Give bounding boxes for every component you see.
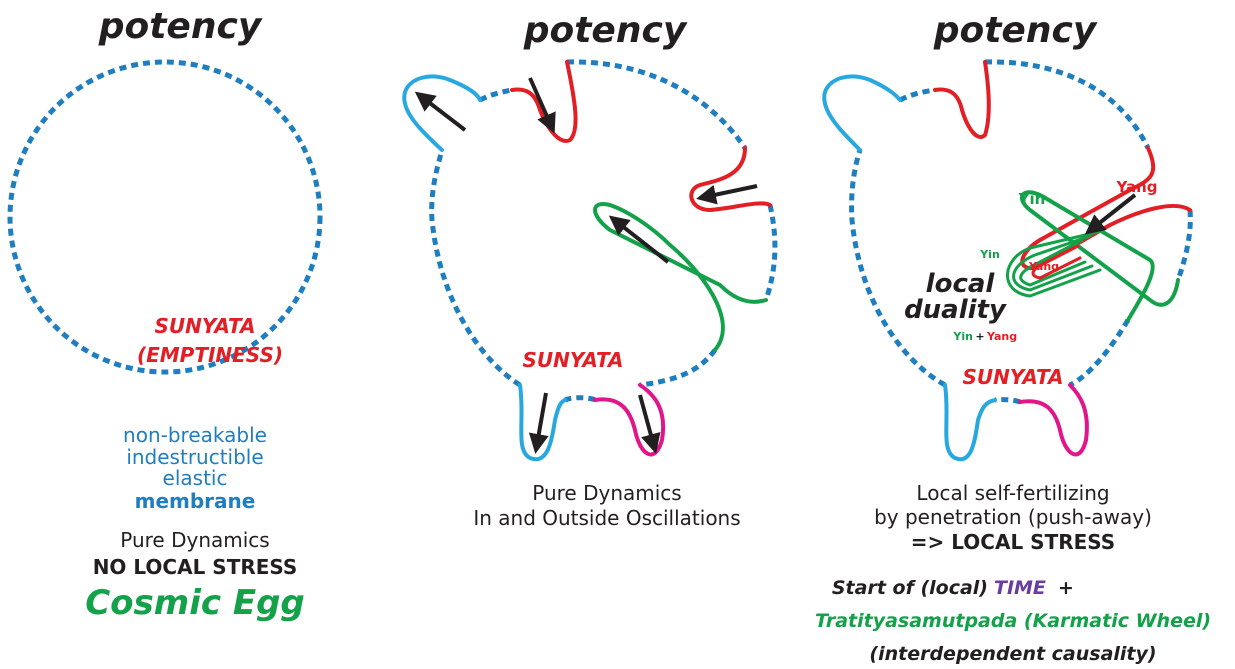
membrane-segment	[994, 397, 1021, 405]
panel1-sunyata-label: SUNYATA	[154, 314, 255, 338]
arrow-in-top	[528, 77, 556, 134]
desc-membrane: membrane	[135, 489, 256, 513]
cyan-bottom-pocket	[943, 383, 997, 462]
membrane-segment	[639, 348, 717, 388]
green-nested-loop-2	[1012, 234, 1094, 292]
magenta-bottom-pocket	[593, 383, 666, 457]
panel-local-duality: potency Yin Yang Yin Yang local duali	[815, 10, 1211, 665]
cosmic-egg-label: Cosmic Egg	[85, 583, 305, 623]
desc-line-2: indestructible	[126, 445, 263, 469]
arrow-down-cyan	[528, 392, 549, 454]
yin-large-label: Yin	[1018, 190, 1046, 208]
panel1-dynamics: Pure Dynamics	[120, 528, 269, 552]
panel3-title: potency	[933, 10, 1098, 51]
arrow-green-finger	[608, 215, 670, 264]
time-start-label: Start of (local)	[832, 577, 988, 599]
membrane-segment	[984, 59, 1151, 150]
panel3-caption-1: Local self-fertilizing	[916, 481, 1109, 505]
panel3-sunyata-label: SUNYATA	[962, 365, 1063, 389]
membrane-segment	[478, 87, 513, 103]
panel-oscillations: potency SUNYATA Pure Dynamics In and Out…	[402, 10, 778, 530]
local-label: local	[926, 269, 996, 299]
time-word: TIME	[994, 577, 1046, 599]
formula-plus: +	[975, 330, 984, 343]
yin-small-label: Yin	[979, 248, 1000, 261]
panel1-stress: NO LOCAL STRESS	[93, 555, 298, 579]
membrane-segment	[1175, 209, 1193, 281]
panel1-emptiness-label: (EMPTINESS)	[137, 343, 283, 367]
green-inward-finger	[593, 202, 768, 352]
yang-large-label: Yang	[1115, 178, 1157, 196]
red-right-pocket	[689, 146, 772, 212]
causality-label: (interdependent causality)	[869, 643, 1156, 665]
yang-small-label: Yang	[1028, 260, 1059, 273]
panel1-title: potency	[98, 6, 263, 47]
red-inward-pocket	[510, 60, 578, 143]
arrow-out-upper-left	[414, 91, 467, 132]
panel2-caption-2: In and Outside Oscillations	[473, 506, 740, 530]
green-nested-loop-1	[1019, 238, 1087, 287]
green-yin-finger	[1019, 190, 1180, 322]
red-inner-loop	[1031, 244, 1082, 280]
membrane-segment	[566, 59, 748, 150]
arrow-penetration	[1084, 193, 1137, 235]
panel2-title: potency	[523, 10, 688, 51]
desc-line-3: elastic	[163, 466, 228, 490]
formula-yin: Yin	[952, 330, 973, 343]
arrow-down-magenta	[638, 394, 661, 454]
magenta-bottom-pocket	[1018, 383, 1089, 457]
cyan-outward-pocket	[822, 74, 902, 152]
panel2-sunyata-label: SUNYATA	[522, 348, 623, 372]
membrane-segment	[763, 204, 778, 301]
membrane-segment	[849, 149, 947, 388]
karmatic-wheel-label: Tratityasamutpada (Karmatic Wheel)	[815, 610, 1211, 632]
membrane-segment	[1068, 318, 1131, 388]
panel2-caption-1: Pure Dynamics	[532, 481, 681, 505]
panel3-local-stress: => LOCAL STRESS	[911, 530, 1115, 554]
membrane-circle	[7, 59, 323, 375]
arrow-in-right	[696, 184, 758, 205]
panel3-caption-2: by penetration (push-away)	[874, 505, 1152, 529]
formula-yang: Yang	[986, 330, 1017, 343]
duality-label: duality	[904, 295, 1007, 325]
panel-cosmic-egg: potency SUNYATA (EMPTINESS) non-breakabl…	[7, 6, 323, 623]
membrane-segment	[429, 149, 522, 388]
cyan-outward-pocket	[402, 74, 482, 152]
membrane-segment	[898, 87, 936, 103]
membrane-segment	[564, 395, 597, 403]
desc-line-1: non-breakable	[123, 423, 267, 447]
green-nested-loop-3	[1006, 230, 1102, 298]
time-plus: +	[1058, 577, 1074, 599]
red-top-pocket	[933, 60, 991, 139]
